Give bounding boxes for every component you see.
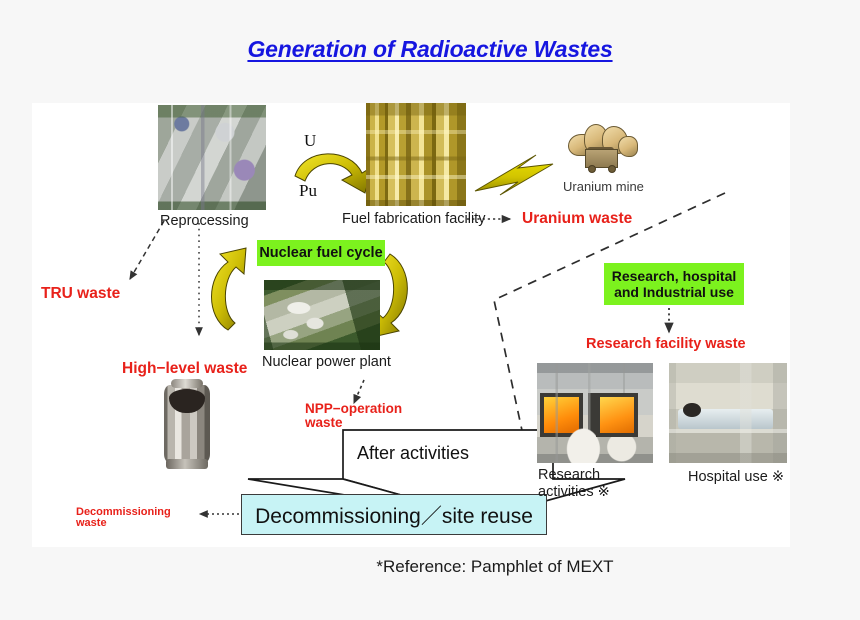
reference-note: *Reference: Pamphlet of MEXT <box>376 557 614 576</box>
diagram-panel: Reprocessing Fuel fabrication facility U… <box>32 103 790 547</box>
label-flow-u: U <box>304 131 317 150</box>
nuclear-fuel-cycle-box: Nuclear fuel cycle <box>257 240 385 266</box>
waste-label-uranium: Uranium waste <box>522 210 633 227</box>
arrow-fuelcycle-left <box>211 247 247 331</box>
label-fuel-fabrication: Fuel fabrication facility <box>342 211 486 227</box>
connector-reprocessing-to-tru <box>129 220 165 281</box>
waste-label-research-facility: Research facility waste <box>586 336 746 352</box>
waste-label-high-level: High−level waste <box>122 360 248 377</box>
label-flow-pu: Pu <box>299 181 317 200</box>
nuclear-power-plant-photo <box>264 280 380 350</box>
uranium-mine-clipart <box>566 122 638 174</box>
nuclear-fuel-cycle-label: Nuclear fuel cycle <box>259 244 383 261</box>
waste-label-decommissioning: Decommissioning waste <box>76 507 171 529</box>
connector-dashed-polyline <box>493 192 726 492</box>
research-activities-line1: Research <box>538 467 601 483</box>
after-activities-label: After activities <box>357 443 470 463</box>
label-uranium-mine: Uranium mine <box>563 179 644 194</box>
fuel-fabrication-photo <box>366 103 466 206</box>
hospital-room-photo <box>669 363 787 463</box>
npp-operation-line2: waste <box>305 414 343 430</box>
research-lab-photo <box>537 363 653 463</box>
decommissioning-line2: waste <box>76 517 107 529</box>
research-hospital-industrial-box: Research, hospital and Industrial use <box>604 263 744 305</box>
arrow-bolt-to-uranium-mine <box>474 154 554 196</box>
label-nuclear-power-plant: Nuclear power plant <box>262 354 391 370</box>
reprocessing-plant-photo <box>158 105 266 210</box>
page-title: Generation of Radioactive Wastes <box>247 36 613 62</box>
waste-canister-photo <box>160 375 214 470</box>
waste-label-npp-operation: NPP−operation waste <box>305 402 402 429</box>
rhi-label-line1: Research, hospital <box>611 267 737 284</box>
connector-npp-operation-waste <box>353 379 365 405</box>
label-reprocessing: Reprocessing <box>160 213 249 229</box>
label-research-activities: Research activities ※ <box>538 467 610 501</box>
decommissioning-site-reuse-label: Decommissioning／site reuse <box>255 504 533 528</box>
waste-label-tru: TRU waste <box>41 285 121 302</box>
label-hospital-use: Hospital use ※ <box>688 469 784 485</box>
rhi-label-line2: and Industrial use <box>614 284 734 300</box>
npp-operation-line1: NPP−operation <box>305 401 403 416</box>
research-activities-line2: activities ※ <box>538 484 610 500</box>
decommissioning-site-reuse-box: Decommissioning／site reuse <box>241 494 547 535</box>
decommissioning-line1: Decommissioning <box>76 506 171 518</box>
